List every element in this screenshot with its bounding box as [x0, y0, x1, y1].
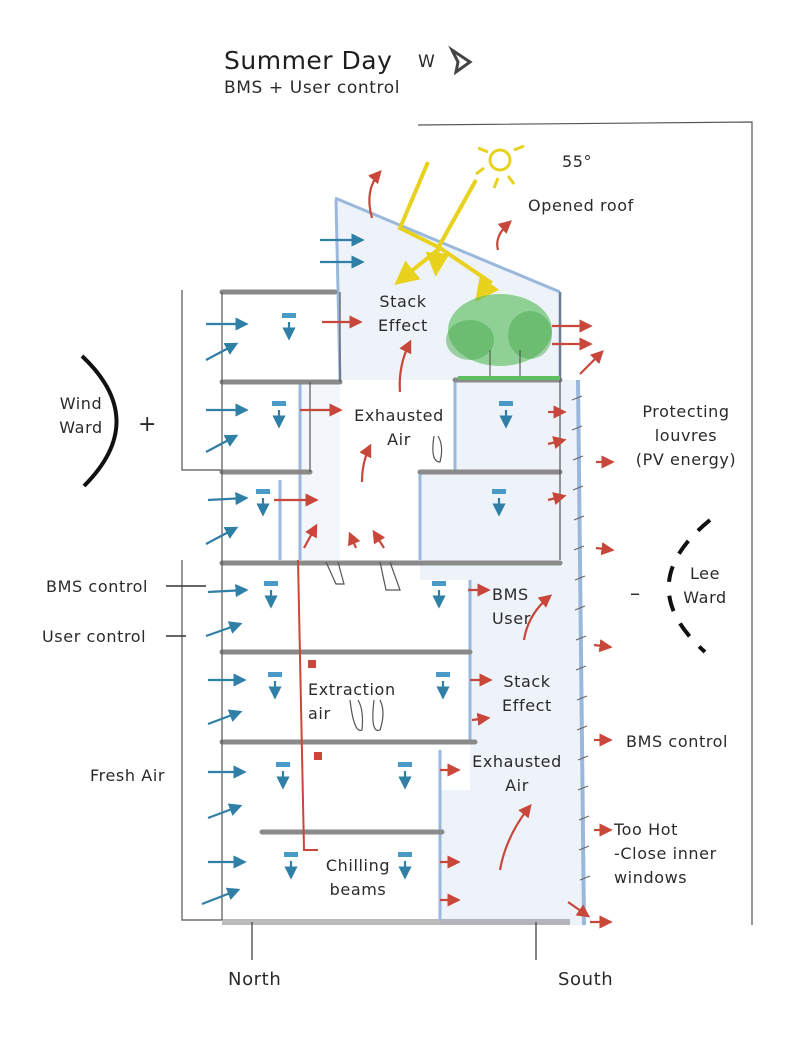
exhausted-air-top-label: Exhausted Air: [350, 404, 448, 452]
stack-effect-top-line-2: Effect: [378, 316, 428, 335]
leeward-arc-icon: [666, 518, 712, 654]
fresh-air-arrows: [201, 233, 513, 906]
compass-arrow-icon: [448, 45, 473, 76]
sloped-roof-glazing: [334, 196, 561, 294]
bms-user-label: BMS User: [492, 583, 531, 631]
wind-ward-line-1: Wind: [59, 394, 103, 413]
protecting-louvres-line-1: Protecting: [642, 402, 730, 421]
opened-roof-label: Opened roof: [528, 196, 634, 215]
extraction-air-line-2: air: [308, 704, 331, 723]
sun-angle-label: 55°: [562, 152, 593, 171]
extraction-air-label: Extraction air: [308, 678, 396, 726]
protecting-louvres: [571, 395, 591, 881]
lee-ward-line-1: Lee: [689, 564, 721, 583]
north-label: North: [228, 969, 282, 990]
south-label: South: [558, 969, 614, 990]
chilling-beams-line-1: Chilling: [325, 856, 391, 875]
lee-ward-label: Lee Ward: [680, 562, 730, 610]
sun-icon: [475, 144, 525, 189]
extraction-air-line-1: Extraction: [308, 680, 396, 699]
stack-effect-mid-label: Stack Effect: [496, 670, 558, 718]
south-facade-glazing: [576, 379, 586, 926]
exhausted-air-mid-label: Exhausted Air: [468, 750, 566, 798]
compass-letter: W: [418, 52, 436, 72]
wind-ward-line-2: Ward: [59, 418, 103, 437]
stack-effect-mid-line-1: Stack: [503, 672, 551, 691]
lee-ward-sign: –: [630, 581, 641, 605]
page-subtitle: BMS + User control: [224, 78, 401, 98]
exhausted-air-top-line-2: Air: [387, 430, 411, 449]
tree-icon: [446, 294, 560, 380]
stack-effect-mid-line-2: Effect: [502, 696, 552, 715]
north-wall-outline: [181, 290, 222, 471]
too-hot-line-3: windows: [614, 868, 688, 887]
exhausted-air-mid-line-2: Air: [505, 776, 529, 795]
exhausted-air-top-line-1: Exhausted: [354, 406, 444, 425]
too-hot-label: Too Hot -Close inner windows: [614, 818, 717, 890]
page-title: Summer Day: [224, 46, 393, 75]
sun-rays: [394, 161, 500, 302]
chilling-beams-line-2: beams: [329, 880, 387, 899]
user-control-left-label: User control: [42, 627, 147, 646]
too-hot-line-2: -Close inner: [614, 844, 717, 863]
windward-arc-icon: [80, 354, 119, 488]
bms-control-right-label: BMS control: [626, 732, 729, 751]
stack-effect-top-line-1: Stack: [379, 292, 427, 311]
diffuser-icons: [325, 435, 443, 731]
exhausted-air-mid-line-1: Exhausted: [472, 752, 562, 771]
bms-user-line-2: User: [492, 609, 531, 628]
atrium-glazing-west: [334, 199, 342, 381]
protecting-louvres-line-2: louvres: [654, 426, 718, 445]
lee-ward-line-2: Ward: [683, 588, 727, 607]
wind-ward-sign: +: [138, 412, 158, 437]
bms-control-left-label: BMS control: [46, 577, 149, 596]
north-wall-outline-lower: [181, 560, 222, 921]
chilling-beams-label: Chilling beams: [322, 854, 394, 902]
exhaust-air-arrows: [274, 170, 615, 929]
stack-effect-top-label: Stack Effect: [374, 290, 432, 338]
fresh-air-label: Fresh Air: [90, 766, 166, 785]
chilling-beams: [256, 313, 513, 857]
wind-ward-label: Wind Ward: [54, 392, 108, 440]
protecting-louvres-label: Protecting louvres (PV energy): [628, 400, 744, 472]
protecting-louvres-line-3: (PV energy): [635, 450, 737, 469]
extraction-duct: [297, 559, 318, 851]
bms-user-line-1: BMS: [492, 585, 529, 604]
walls: [221, 292, 561, 920]
site-outline: [417, 121, 753, 925]
too-hot-line-1: Too Hot: [614, 820, 679, 839]
